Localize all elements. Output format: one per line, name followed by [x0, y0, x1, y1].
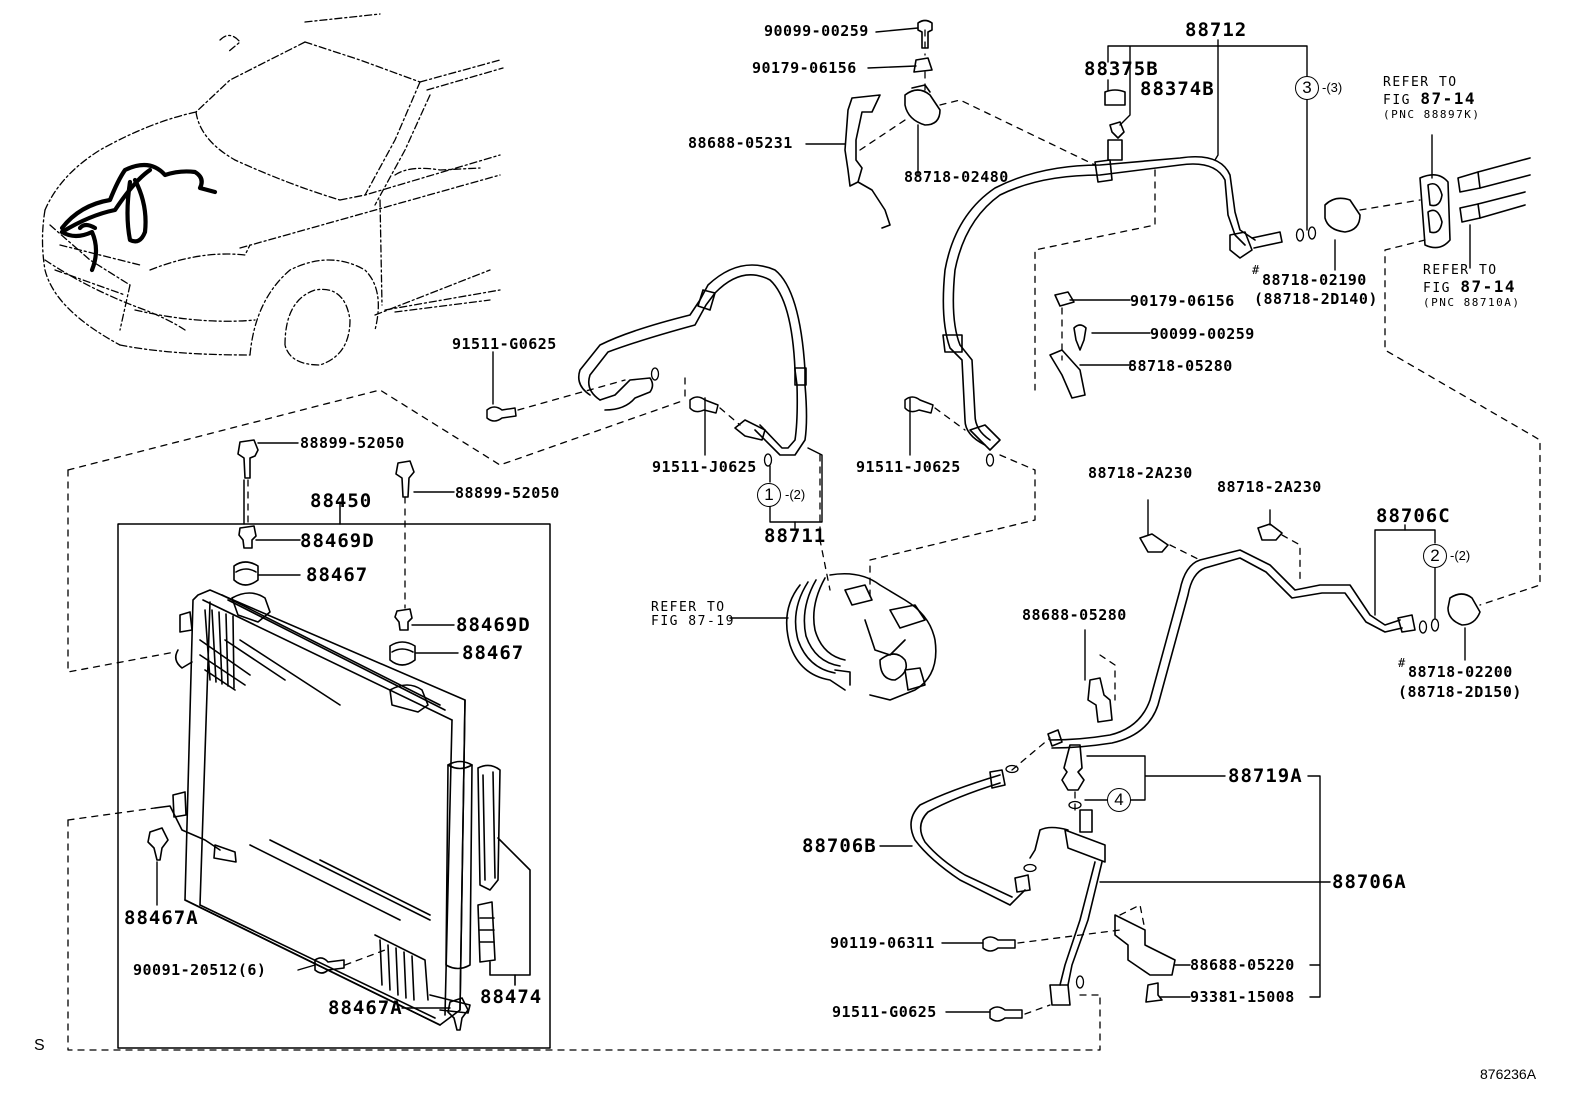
reference-line: REFER TO: [1383, 75, 1458, 90]
hash-mark: #: [1398, 656, 1407, 670]
compressor-drawing: [785, 572, 937, 701]
bracket-88688-05231-drawing: [844, 94, 891, 229]
condenser-drawing: [154, 589, 471, 1026]
bracket-88688-05220-drawing: [1114, 914, 1176, 1003]
part-label-90179-06156-mid[interactable]: 90179-06156: [1130, 292, 1235, 310]
hose-bolts: [486, 396, 1023, 1022]
reference-prefix: FIG: [1383, 93, 1421, 109]
part-label-88688-05231[interactable]: 88688-05231: [688, 134, 793, 152]
callout-number: 2: [1430, 546, 1440, 565]
reference-note-fig-87-14-top[interactable]: REFER TO FIG 87-14 (PNC 88897K): [1383, 75, 1481, 121]
callout-number: 3: [1302, 78, 1312, 97]
part-label-88474[interactable]: 88474: [480, 986, 543, 1008]
callout-qty-1: -(2): [785, 487, 806, 502]
liquid-tube-88706C: [1049, 549, 1416, 749]
reference-figure: 87-14: [1460, 277, 1516, 297]
callout-number: 1: [764, 485, 774, 504]
part-label-88718-2D150[interactable]: (88718-2D150): [1398, 683, 1522, 701]
clamp-88718-2A230-drawing: [1139, 523, 1283, 553]
part-label-88467A-second[interactable]: 88467A: [328, 997, 403, 1019]
part-label-88899-52050[interactable]: 88899-52050: [300, 434, 405, 452]
reference-pnc: (PNC 88897K): [1383, 107, 1481, 121]
part-label-88469D[interactable]: 88469D: [300, 530, 375, 552]
part-label-88375B[interactable]: 88375B: [1084, 58, 1159, 80]
part-label-88899-52050-second[interactable]: 88899-52050: [455, 484, 560, 502]
corner-mark: S: [34, 1037, 45, 1054]
reference-line: FIG 87-14: [1383, 90, 1480, 108]
part-label-88688-05280[interactable]: 88688-05280: [1022, 606, 1127, 624]
part-label-90091-20512[interactable]: 90091-20512(6): [133, 961, 267, 979]
part-label-91511-G0625-bottom[interactable]: 91511-G0625: [832, 1003, 937, 1021]
bracket-88688-05280-drawing: [1087, 677, 1113, 723]
liquid-tube-88706B: [910, 769, 1031, 906]
reference-line: REFER TO: [1423, 263, 1498, 278]
callout-circle-3: 3: [1295, 76, 1319, 100]
callout-qty-2: -(2): [1450, 548, 1471, 563]
reference-note-fig-87-14-mid[interactable]: REFER TO FIG 87-14 (PNC 88710A): [1423, 263, 1521, 309]
condenser-group-frame: [117, 479, 551, 1049]
part-label-90119-06311[interactable]: 90119-06311: [830, 934, 935, 952]
top-fasteners-drawing: [913, 19, 1126, 399]
liquid-tube-88706A: [1029, 809, 1106, 1006]
part-label-88450[interactable]: 88450: [310, 490, 373, 512]
wire-harness-drawing: [59, 162, 218, 273]
part-label-90179-06156[interactable]: 90179-06156: [752, 59, 857, 77]
part-label-91511-G0625[interactable]: 91511-G0625: [452, 335, 557, 353]
callout-circle-4: 4: [1107, 788, 1131, 812]
discharge-hose-88711: [577, 264, 808, 456]
reference-line: REFER TO: [651, 600, 726, 615]
leader-lines: [156, 27, 1471, 1013]
receiver-tank-drawing: [445, 760, 531, 986]
part-label-88469D-second[interactable]: 88469D: [456, 614, 531, 636]
part-label-88706B[interactable]: 88706B: [802, 835, 877, 857]
part-label-88718-2D140[interactable]: (88718-2D140): [1254, 290, 1378, 308]
part-label-88711[interactable]: 88711: [764, 525, 827, 547]
pressure-switch-drawing: [1047, 729, 1085, 791]
part-label-88706A[interactable]: 88706A: [1332, 871, 1407, 893]
callout-number: 4: [1114, 790, 1124, 809]
part-label-91511-J0625[interactable]: 91511-J0625: [652, 458, 757, 476]
callout-circle-2: 2: [1423, 544, 1447, 568]
assembly-guide-lines: [67, 377, 1101, 1051]
condenser-hardware: [147, 439, 469, 1031]
expansion-valve-drawing: [1324, 157, 1531, 626]
part-label-88719A[interactable]: 88719A: [1228, 765, 1303, 787]
part-label-88718-2A230-second[interactable]: 88718-2A230: [1217, 478, 1322, 496]
part-label-88706C[interactable]: 88706C: [1376, 505, 1451, 527]
part-label-88467A[interactable]: 88467A: [124, 907, 199, 929]
part-label-91511-J0625-right[interactable]: 91511-J0625: [856, 458, 961, 476]
callout-qty-3: -(3): [1322, 80, 1343, 95]
part-label-88688-05220[interactable]: 88688-05220: [1190, 956, 1295, 974]
clamp-88718-02480-drawing: [904, 84, 941, 126]
reference-pnc: (PNC 88710A): [1423, 295, 1521, 309]
o-rings: [650, 226, 1440, 989]
part-label-88467[interactable]: 88467: [306, 564, 369, 586]
reference-line: FIG 87-14: [1423, 278, 1520, 296]
hose-guide-lines: [517, 29, 1541, 1015]
reference-line: FIG 87-19: [651, 614, 735, 630]
part-label-93381-15008[interactable]: 93381-15008: [1190, 988, 1295, 1006]
part-label-88718-02480[interactable]: 88718-02480: [904, 168, 1009, 186]
vehicle-context-drawing: [41, 13, 504, 366]
reference-prefix: FIG: [1423, 281, 1461, 297]
reference-figure: 87-14: [1420, 89, 1476, 109]
callout-circle-1: 1: [757, 483, 781, 507]
suction-hose-88712: [942, 156, 1283, 451]
part-label-88718-02190[interactable]: 88718-02190: [1262, 271, 1367, 289]
part-label-90099-00259-mid[interactable]: 90099-00259: [1150, 325, 1255, 343]
part-label-88718-05280[interactable]: 88718-05280: [1128, 357, 1233, 375]
part-label-88374B[interactable]: 88374B: [1140, 78, 1215, 100]
part-label-90099-00259[interactable]: 90099-00259: [764, 22, 869, 40]
reference-note-fig-87-19[interactable]: REFER TO FIG 87-19: [651, 600, 735, 630]
part-label-88712[interactable]: 88712: [1185, 19, 1248, 41]
figure-id: 876236A: [1480, 1066, 1537, 1082]
hash-mark: #: [1252, 263, 1261, 277]
part-label-88718-2A230[interactable]: 88718-2A230: [1088, 464, 1193, 482]
part-label-88467-second[interactable]: 88467: [462, 642, 525, 664]
part-label-88718-02200[interactable]: 88718-02200: [1408, 663, 1513, 681]
